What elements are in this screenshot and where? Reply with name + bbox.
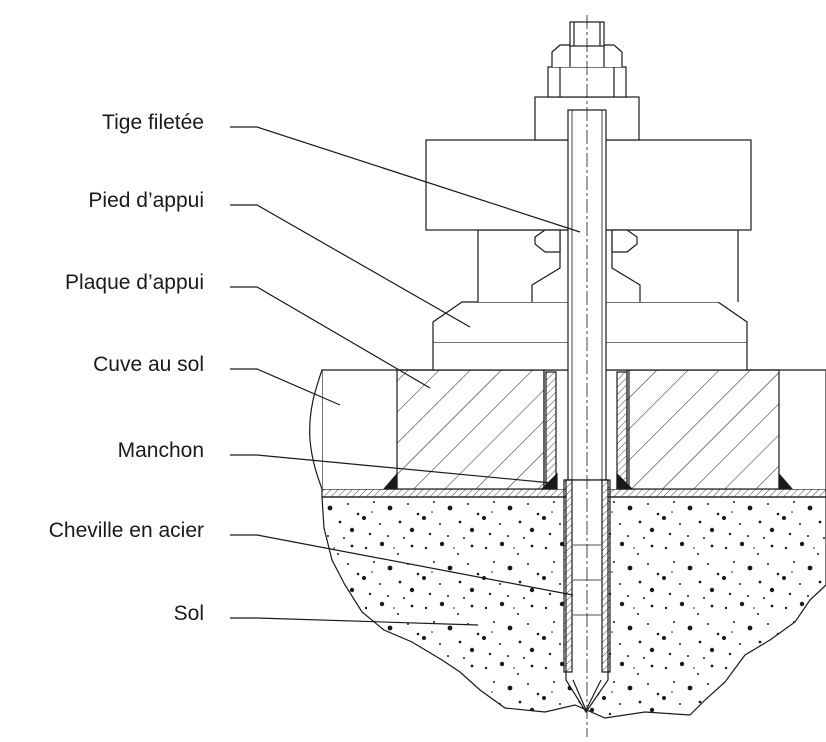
leader-pied — [230, 204, 471, 328]
sleeve-left — [545, 371, 557, 490]
leader-cuve — [230, 368, 341, 406]
sleeve-right — [616, 371, 628, 490]
support-plate-left — [396, 369, 545, 490]
support-plate-right — [626, 369, 780, 490]
leader-manchon — [230, 454, 553, 484]
leader-cheville — [230, 534, 574, 596]
label-support-foot: Pied d’appui — [88, 189, 204, 212]
leader-plaque — [230, 286, 431, 389]
support-foot-column — [477, 229, 739, 302]
label-floor-tub: Cuve au sol — [93, 353, 204, 376]
leader-sol — [230, 617, 479, 626]
label-ground: Sol — [173, 602, 204, 625]
label-steel-anchor: Cheville en acier — [48, 519, 204, 542]
label-sleeve: Manchon — [117, 439, 204, 462]
label-support-plate: Plaque d’appui — [65, 271, 204, 294]
leader-tige — [230, 126, 581, 233]
label-threaded-rod: Tige filetée — [102, 111, 204, 134]
